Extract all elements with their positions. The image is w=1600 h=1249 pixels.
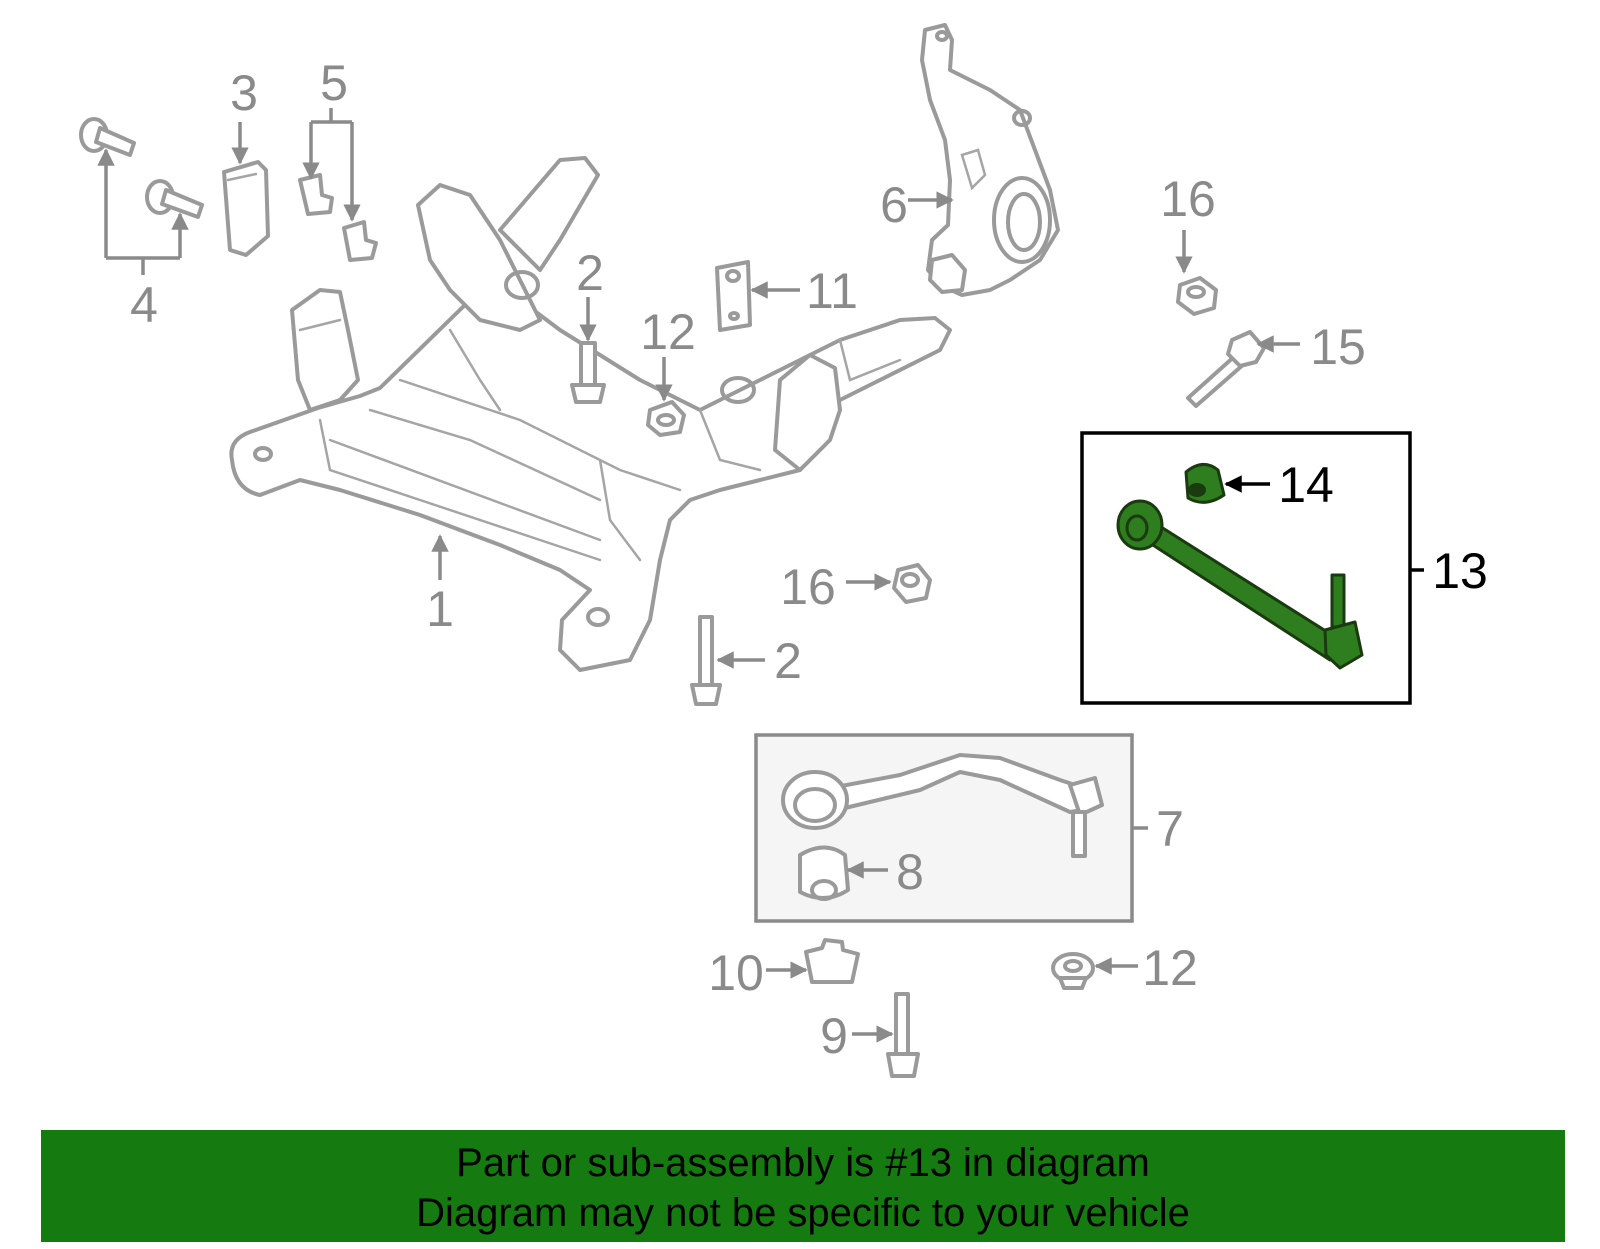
bolt-part-2-lower[interactable] xyxy=(690,615,722,706)
callout-12-lower: 12 xyxy=(1142,940,1198,996)
bolt-part-2-upper[interactable] xyxy=(570,341,606,404)
callout-7: 7 xyxy=(1156,801,1184,857)
pin-part-4-lower[interactable] xyxy=(145,179,204,219)
callout-4: 4 xyxy=(130,277,158,333)
bushing-part-8[interactable] xyxy=(798,845,850,901)
callout-10: 10 xyxy=(708,945,764,1001)
callout-8: 8 xyxy=(896,844,924,900)
clip-part-5-upper[interactable] xyxy=(298,173,334,216)
upper-arm-box xyxy=(1080,431,1412,705)
nut-part-12-upper[interactable] xyxy=(646,400,686,437)
callout-6: 6 xyxy=(880,177,908,233)
footer-banner: Part or sub-assembly is #13 in diagram D… xyxy=(41,1130,1565,1242)
callout-15: 15 xyxy=(1310,319,1366,375)
upper-arm-part-13[interactable] xyxy=(1116,499,1364,670)
callout-3: 3 xyxy=(230,65,258,121)
pin-part-4-upper[interactable] xyxy=(79,117,136,157)
bolt-part-9[interactable] xyxy=(886,992,920,1078)
lower-control-arm-part-7[interactable] xyxy=(781,753,1104,858)
knuckle-part-6[interactable] xyxy=(920,23,1060,297)
subframe-part-1[interactable] xyxy=(229,156,952,672)
bolt-part-15[interactable] xyxy=(1186,330,1266,408)
callout-11: 11 xyxy=(806,263,858,319)
clip-part-5-lower[interactable] xyxy=(342,220,378,262)
bracket-part-3[interactable] xyxy=(222,160,270,257)
callout-9: 9 xyxy=(820,1008,848,1064)
callout-12-upper: 12 xyxy=(640,304,696,360)
callout-1: 1 xyxy=(426,581,454,637)
footer-line-1: Part or sub-assembly is #13 in diagram xyxy=(456,1141,1150,1185)
callout-16-upper: 16 xyxy=(1160,171,1216,227)
bushing-part-14[interactable] xyxy=(1184,463,1226,504)
nut-part-16-upper[interactable] xyxy=(1176,276,1218,316)
nut-plate-part-10[interactable] xyxy=(804,938,860,984)
nut-part-16-lower[interactable] xyxy=(892,563,932,604)
footer-line-2: Diagram may not be specific to your vehi… xyxy=(416,1191,1190,1235)
nut-part-12-lower[interactable] xyxy=(1051,952,1095,990)
leader-lines xyxy=(97,108,1424,1043)
callout-labels: 1 2 2 3 4 5 6 7 8 9 10 11 12 12 13 14 15… xyxy=(130,55,1488,1064)
callout-13: 13 xyxy=(1432,543,1488,599)
plate-part-11[interactable] xyxy=(715,260,752,332)
callout-14: 14 xyxy=(1278,457,1334,513)
callout-5: 5 xyxy=(320,55,348,111)
callout-16-lower: 16 xyxy=(780,559,836,615)
callout-2-lower: 2 xyxy=(774,633,802,689)
callout-2-upper: 2 xyxy=(576,245,604,301)
